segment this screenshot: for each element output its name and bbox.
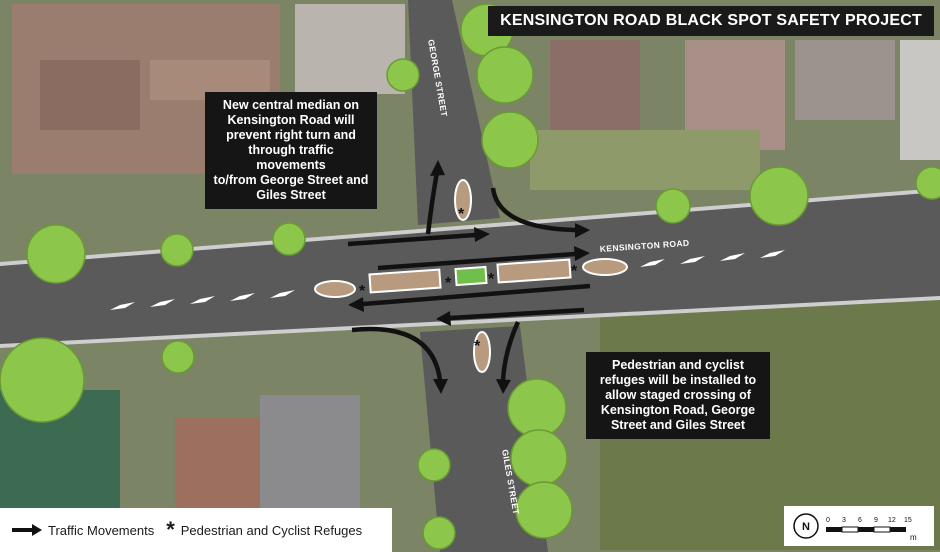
central-median bbox=[314, 179, 628, 373]
refuge-marker: * bbox=[458, 206, 465, 223]
refuge-marker: * bbox=[571, 263, 578, 280]
refuge-marker: * bbox=[359, 283, 366, 300]
svg-text:6: 6 bbox=[858, 517, 862, 524]
arrow-right-icon bbox=[12, 524, 42, 536]
traffic-arrow bbox=[351, 326, 443, 381]
map-legend: Traffic Movements * Pedestrian and Cycli… bbox=[0, 508, 392, 552]
svg-text:0: 0 bbox=[826, 517, 830, 524]
giles-street-road bbox=[420, 326, 548, 552]
legend-traffic: Traffic Movements bbox=[12, 523, 154, 538]
scale-bar: N 0 3 6 9 12 15 m bbox=[784, 506, 934, 546]
svg-text:12: 12 bbox=[888, 517, 896, 524]
traffic-arrow bbox=[449, 307, 585, 321]
median-callout: New central median on Kensington Road wi… bbox=[205, 92, 377, 209]
svg-text:9: 9 bbox=[874, 517, 878, 524]
scale-ticks: 0 3 6 9 12 15 bbox=[826, 517, 912, 524]
refuge-marker: * bbox=[445, 275, 452, 292]
traffic-arrow bbox=[490, 187, 576, 233]
legend-refuges-label: Pedestrian and Cyclist Refuges bbox=[180, 522, 363, 538]
arrowheads bbox=[348, 160, 590, 394]
svg-text:3: 3 bbox=[842, 517, 846, 524]
legend-traffic-label: Traffic Movements bbox=[48, 522, 155, 538]
traffic-arrow bbox=[500, 321, 521, 381]
asterisk-icon: * bbox=[166, 517, 175, 542]
refuge-markers: * * * * * * bbox=[359, 206, 578, 355]
george-street-road bbox=[408, 0, 500, 225]
refuge-marker: * bbox=[488, 271, 495, 288]
north-label: N bbox=[802, 521, 810, 533]
traffic-arrow bbox=[347, 232, 476, 247]
traffic-arrows bbox=[347, 171, 591, 381]
svg-text:15: 15 bbox=[904, 517, 912, 524]
refuge-marker: * bbox=[474, 338, 481, 355]
refuges-callout: Pedestrian and cyclist refuges will be i… bbox=[586, 352, 770, 439]
legend-refuges: * Pedestrian and Cyclist Refuges bbox=[166, 517, 363, 542]
north-arrow-icon bbox=[793, 513, 819, 539]
page-title: KENSINGTON ROAD BLACK SPOT SAFETY PROJEC… bbox=[488, 6, 934, 36]
traffic-arrow bbox=[425, 171, 440, 235]
median-hatching bbox=[110, 250, 785, 310]
trees bbox=[0, 3, 940, 550]
scale-unit: m bbox=[910, 533, 917, 542]
traffic-arrow bbox=[362, 283, 591, 307]
traffic-arrow bbox=[377, 251, 576, 271]
